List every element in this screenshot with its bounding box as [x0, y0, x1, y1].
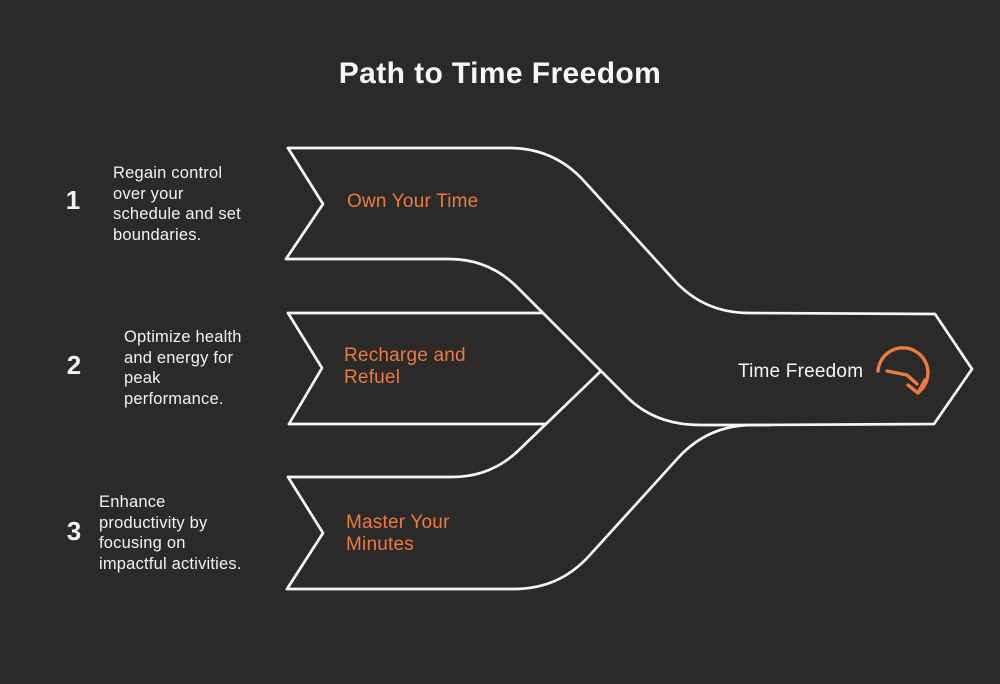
- arrow3-top-path: [286, 369, 603, 479]
- step-1-arrow-label: Own Your Time: [347, 191, 479, 212]
- step-2-arrow-label: Recharge and Refuel: [344, 345, 466, 388]
- arrow1-top-path: [286, 146, 974, 371]
- step-3-description: Enhance productivity by focusing on impa…: [99, 493, 242, 573]
- arrow1-bottom-path: [284, 257, 772, 427]
- result-arrow-label: Time Freedom: [738, 361, 864, 382]
- arrow1-chevron-notch: [284, 146, 325, 261]
- step-1-description: Regain control over your schedule and se…: [113, 164, 241, 244]
- step-1-number: 1: [65, 185, 81, 215]
- arrow2-chevron-notch: [286, 311, 324, 426]
- step-2-description: Optimize health and energy for peak perf…: [124, 328, 242, 408]
- page-title: Path to Time Freedom: [338, 57, 662, 90]
- clock-countdown-icon: [876, 346, 930, 395]
- step-3-number: 3: [66, 516, 82, 546]
- step-3-arrow-label: Master Your Minutes: [346, 512, 450, 555]
- arrow3-chevron-notch: [285, 475, 325, 591]
- step-2-number: 2: [66, 350, 82, 380]
- arrow3-bottom-path: [285, 367, 974, 591]
